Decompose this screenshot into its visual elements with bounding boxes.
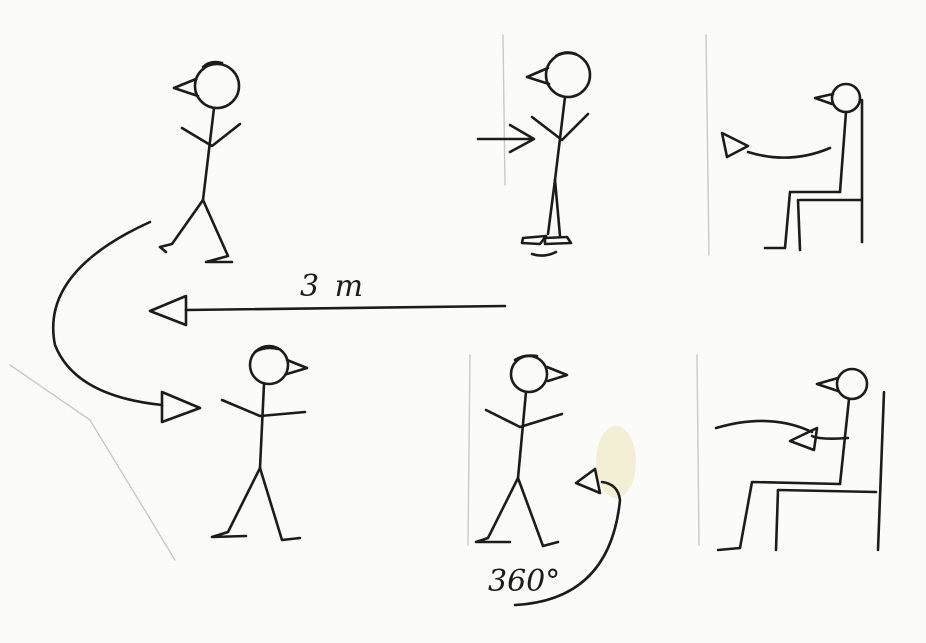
push-arrow-icon [478,125,534,152]
reach-forward-arrow-icon [722,133,748,157]
sitting-reach-forward [748,84,862,250]
walking-figure [160,62,240,262]
sitting-reach-back [716,369,884,550]
distance-label: 3 m [300,272,366,302]
turning-figure [476,356,567,547]
standing-figure-arms-out [212,346,307,540]
standing-figure-pushed [522,52,590,255]
reach-back-arrow-icon [790,428,817,450]
turn-label: 360° [488,567,560,597]
